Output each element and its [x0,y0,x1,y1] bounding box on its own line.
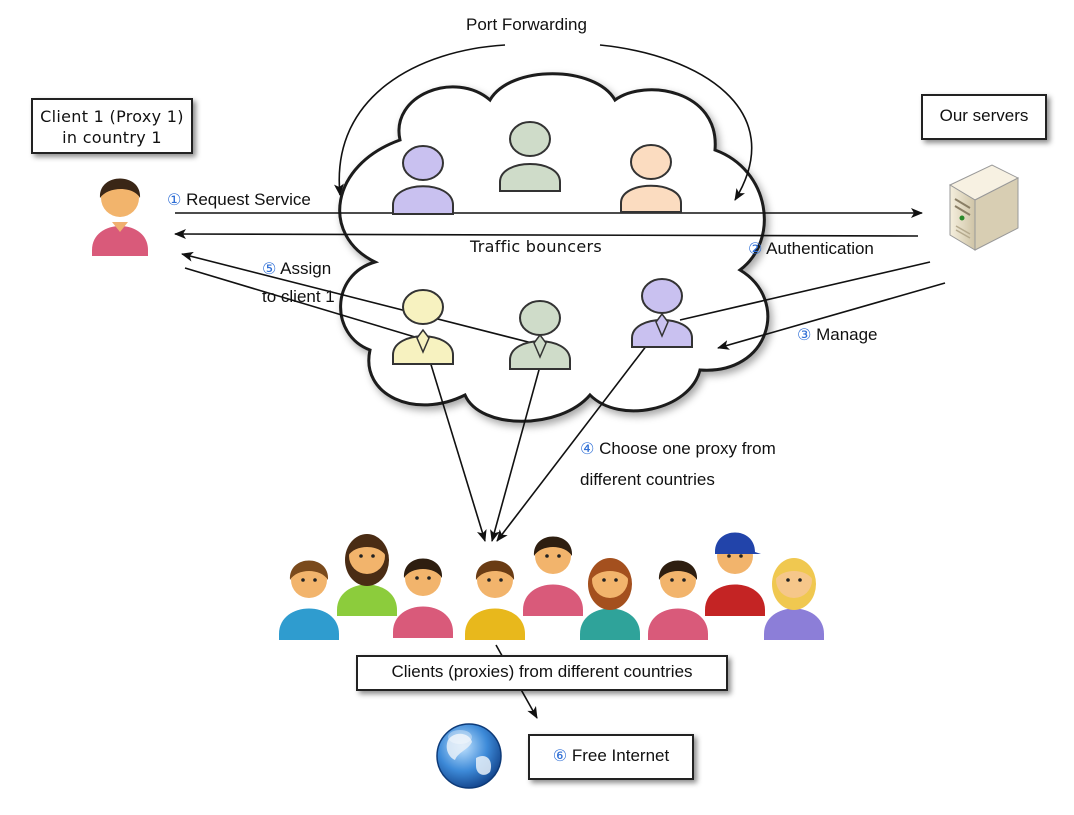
person-icon [92,178,148,256]
step4-number: ④ [580,439,595,458]
free-internet-box: ⑥ Free Internet [528,734,694,780]
step4-line1: Choose one proxy from [599,439,776,458]
proxy-client-person-9 [764,558,824,640]
authentication-arrow [174,229,919,240]
bouncer-bottom-3 [631,278,693,348]
manage-arrow [717,282,946,350]
server-to-bouncer-line [679,261,931,321]
step5-line2: to client 1 [262,287,335,306]
proxy-client-person-3 [393,558,453,638]
bouncer-top-3 [620,144,682,213]
step2-text: Authentication [766,239,874,258]
choose-arrow-1 [424,344,487,542]
step3-number: ③ [797,325,812,344]
step3-label: ③ Manage [797,324,878,346]
bouncer-bottom-2 [509,300,571,370]
proxy-client-person-6 [580,558,640,640]
server-icon [948,164,1020,251]
port-forwarding-arrow-right [599,44,753,201]
client1-box: Client 1 (Proxy 1) in country 1 [31,98,193,154]
step3-text: Manage [816,325,878,344]
proxy-client-person-8 [705,532,765,616]
bouncer-bottom-1 [392,289,454,365]
step1-text: Request Service [186,190,311,209]
step5-line1: Assign [280,259,332,278]
step1-label: ① Request Service [167,189,311,211]
bouncer-top-1 [392,145,454,215]
step5-number: ⑤ [262,259,277,278]
port-forwarding-arrow-left [333,44,506,196]
clients-box-label: Clients (proxies) from different countri… [391,662,693,681]
port-forwarding-label: Port Forwarding [466,15,587,34]
bouncer-top-2 [499,121,561,192]
step1-number: ① [167,190,182,209]
our-servers-label: Our servers [939,106,1029,125]
proxy-client-person-4 [465,560,525,640]
step5-label: ⑤ Assign to client 1 [262,255,335,311]
client1-box-line2: in country 1 [62,128,162,147]
step4-label: ④ Choose one proxy from different countr… [580,433,776,495]
proxy-client-person-5 [523,536,583,616]
bouncer-to-client-line [184,267,426,341]
our-servers-box: Our servers [921,94,1047,140]
traffic-bouncers-label: Traffic bouncers [470,237,602,256]
proxy-client-person-7 [648,560,708,640]
step2-label: ② Authentication [748,238,874,260]
proxy-client-person-2 [337,534,397,616]
assign-arrow [181,251,541,346]
step2-number: ② [748,239,763,258]
clients-box: Clients (proxies) from different countri… [356,655,728,691]
choose-arrow-2 [490,347,546,542]
step4-line2: different countries [580,470,715,489]
step6-text: Free Internet [571,746,670,765]
proxy-client-person-1 [279,560,339,640]
people-crowd-icon [279,532,824,640]
step6-number: ⑥ [552,746,568,765]
choose-arrow-3 [496,327,661,542]
client1-box-line1: Client 1 (Proxy 1) [40,107,184,126]
globe-icon [436,723,502,789]
